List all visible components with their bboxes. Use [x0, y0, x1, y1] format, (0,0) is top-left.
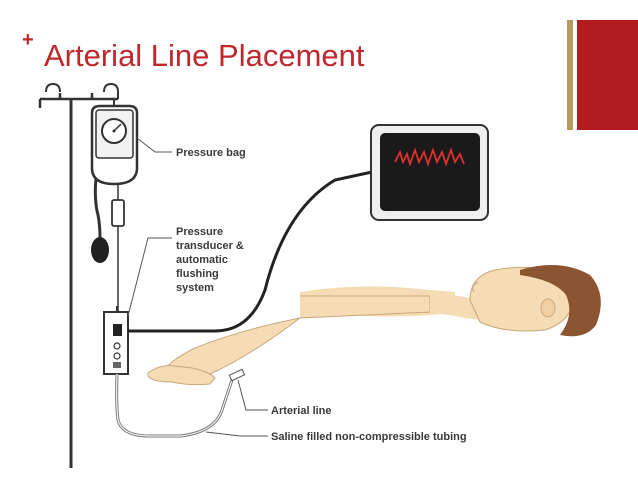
monitor — [370, 124, 489, 221]
accent-bar-gold — [567, 20, 573, 130]
waveform-icon — [394, 147, 465, 167]
slide-title: Arterial Line Placement — [44, 38, 365, 73]
label-pressure-bag: Pressure bag — [176, 147, 246, 159]
label-transducer-5: system — [176, 282, 214, 294]
label-tubing: Saline filled non-compressible tubing — [271, 431, 467, 443]
accent-block-red — [577, 20, 638, 130]
label-arterial-line: Arterial line — [271, 405, 332, 417]
bullet-plus: + — [22, 29, 34, 51]
monitor-cable — [128, 170, 373, 333]
label-transducer-2: transducer & — [176, 240, 244, 252]
label-transducer-4: flushing — [176, 268, 219, 280]
patient — [147, 265, 601, 386]
drip-chamber-icon — [111, 199, 125, 227]
catheter-icon — [228, 368, 246, 382]
saline-tubing — [115, 373, 234, 438]
label-transducer-1: Pressure — [176, 226, 223, 238]
drip-line — [111, 184, 125, 312]
iv-pole — [38, 82, 119, 468]
transducer-box — [103, 306, 129, 375]
inflation-bulb — [91, 177, 109, 263]
leader-lines — [127, 137, 268, 437]
pressure-bag — [90, 104, 139, 186]
label-transducer-3: automatic — [176, 254, 228, 266]
